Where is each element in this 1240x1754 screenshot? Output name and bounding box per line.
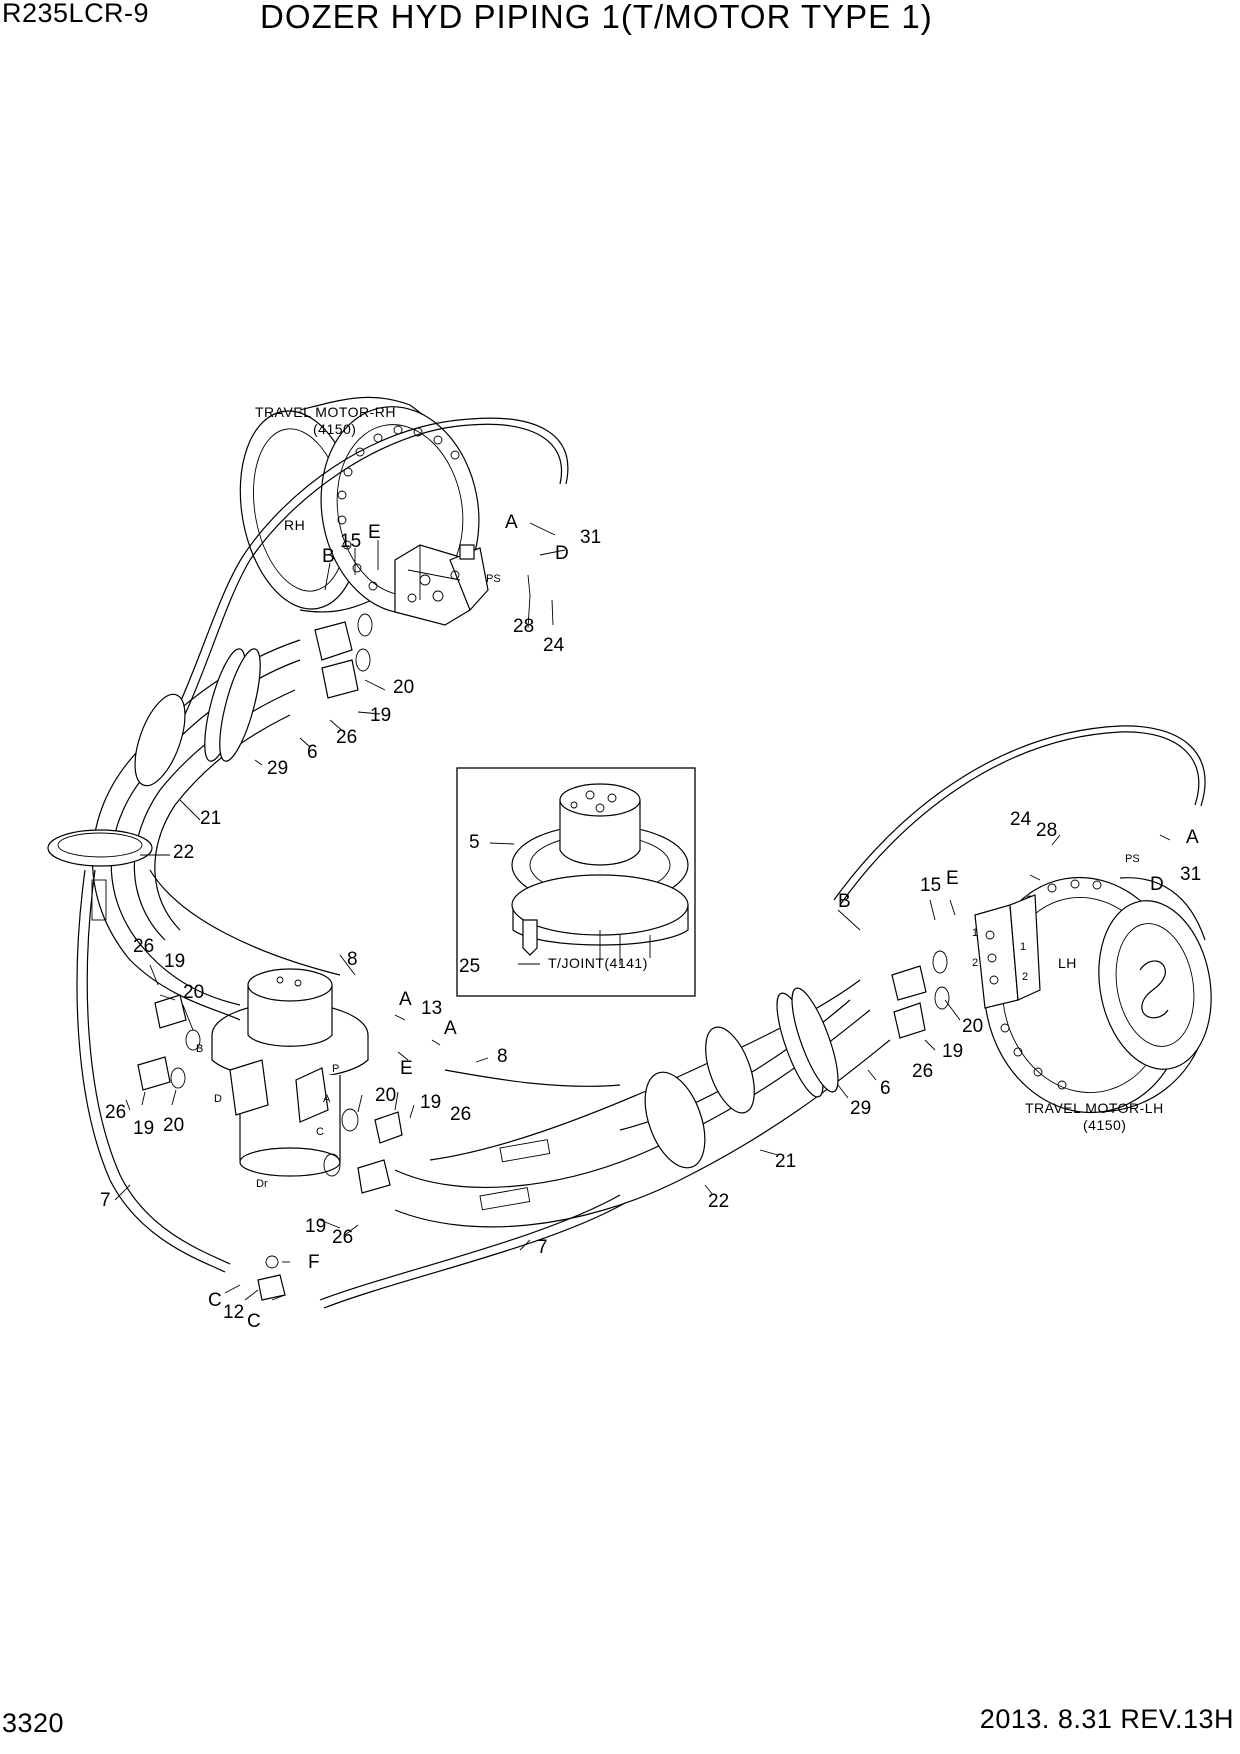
callout: B — [322, 546, 335, 567]
callout: 21 — [200, 808, 221, 829]
port-label: 2 — [972, 957, 978, 969]
callout: 22 — [173, 842, 194, 863]
callout: 28 — [1036, 820, 1057, 841]
callout: 29 — [267, 758, 288, 779]
motor-rh-code: (4150) — [313, 421, 356, 437]
callout: A — [505, 512, 518, 533]
callout: 19 — [420, 1092, 441, 1113]
port-label: 2 — [1022, 971, 1028, 983]
callout: F — [308, 1252, 320, 1273]
callout: 8 — [347, 949, 358, 970]
callout: 24 — [1010, 809, 1032, 830]
callout: 6 — [307, 742, 318, 763]
motor-rh-valve-block: PS — [394, 544, 501, 626]
callout: A — [444, 1018, 457, 1039]
center-swivel-joint: B D P A C Dr — [196, 968, 369, 1190]
callout: 31 — [1180, 864, 1201, 885]
callout: 15 — [920, 875, 941, 896]
travel-motor-rh: RH — [239, 396, 480, 614]
callout: 26 — [332, 1227, 353, 1248]
callout: 12 — [223, 1302, 244, 1323]
leader-lines — [114, 522, 1171, 1301]
callout: 26 — [133, 936, 154, 957]
motor-lh-valve-block: PS 1 2 — [974, 853, 1140, 1009]
page-number: 3320 — [2, 1708, 65, 1738]
callout: 20 — [183, 982, 204, 1003]
motor-rh-caption: TRAVEL MOTOR-RH — [255, 404, 396, 420]
callout: 25 — [459, 956, 480, 977]
port-label: PS — [486, 573, 501, 585]
callout: 26 — [450, 1104, 471, 1125]
callout: 6 — [880, 1078, 891, 1099]
callout: 19 — [164, 951, 185, 972]
callout: 19 — [305, 1216, 326, 1237]
callout: 22 — [708, 1191, 729, 1212]
callout: C — [247, 1311, 261, 1332]
callout: D — [555, 543, 569, 564]
callout: 5 — [469, 832, 480, 853]
flanges-and-orings — [137, 613, 950, 1301]
motor-rh-mark: RH — [284, 517, 305, 533]
callout: 15 — [340, 531, 361, 552]
port-label: P — [332, 1063, 339, 1075]
callout: 19 — [133, 1118, 154, 1139]
callout: A — [399, 989, 412, 1010]
callout: 20 — [393, 677, 414, 698]
callout: 28 — [513, 616, 534, 637]
callout: E — [368, 522, 381, 543]
port-label: B — [196, 1043, 203, 1055]
part-callouts: A 31 D B 15 E 28 24 20 19 26 6 29 21 22 … — [100, 512, 1201, 1332]
callout: 20 — [962, 1016, 983, 1037]
revision-date: 2013. 8.31 REV.13H — [979, 1704, 1234, 1734]
callout: A — [1186, 827, 1199, 848]
callout: B — [838, 891, 851, 912]
callout: 19 — [370, 705, 391, 726]
port-label: 1 — [972, 927, 978, 939]
callout: E — [400, 1058, 413, 1079]
callout: 20 — [375, 1085, 396, 1106]
model-number: R235LCR-9 — [2, 0, 150, 28]
callout: 26 — [105, 1102, 126, 1123]
callout: 26 — [912, 1061, 933, 1082]
callout: 7 — [100, 1190, 111, 1211]
callout: 26 — [336, 727, 357, 748]
motor-lh-code: (4150) — [1083, 1117, 1126, 1133]
callout: 7 — [537, 1237, 548, 1258]
clamp-rings — [47, 648, 839, 1169]
callout: 21 — [775, 1151, 796, 1172]
callout: 24 — [543, 635, 565, 656]
port-label: 1 — [1020, 941, 1026, 953]
port-label: A — [323, 1093, 331, 1105]
callout: 13 — [421, 998, 442, 1019]
callout: 20 — [163, 1115, 184, 1136]
port-label: D — [214, 1093, 222, 1105]
tjoint-detail-inset: T/JOINT(4141) — [456, 767, 696, 997]
callout: 8 — [497, 1046, 508, 1067]
callout: 19 — [942, 1041, 963, 1062]
port-label: Dr — [256, 1178, 268, 1190]
tjoint-caption: T/JOINT(4141) — [548, 955, 648, 971]
motor-lh-mark: LH — [1058, 955, 1077, 971]
callout: C — [208, 1290, 222, 1311]
motor-lh-caption: TRAVEL MOTOR-LH — [1025, 1100, 1164, 1116]
callout: 31 — [580, 527, 601, 548]
callout: D — [1150, 874, 1164, 895]
page-title: DOZER HYD PIPING 1(T/MOTOR TYPE 1) — [260, 0, 933, 35]
callout: E — [946, 868, 959, 889]
callout: 29 — [850, 1098, 871, 1119]
port-label: PS — [1125, 853, 1140, 865]
port-label: C — [316, 1126, 324, 1138]
